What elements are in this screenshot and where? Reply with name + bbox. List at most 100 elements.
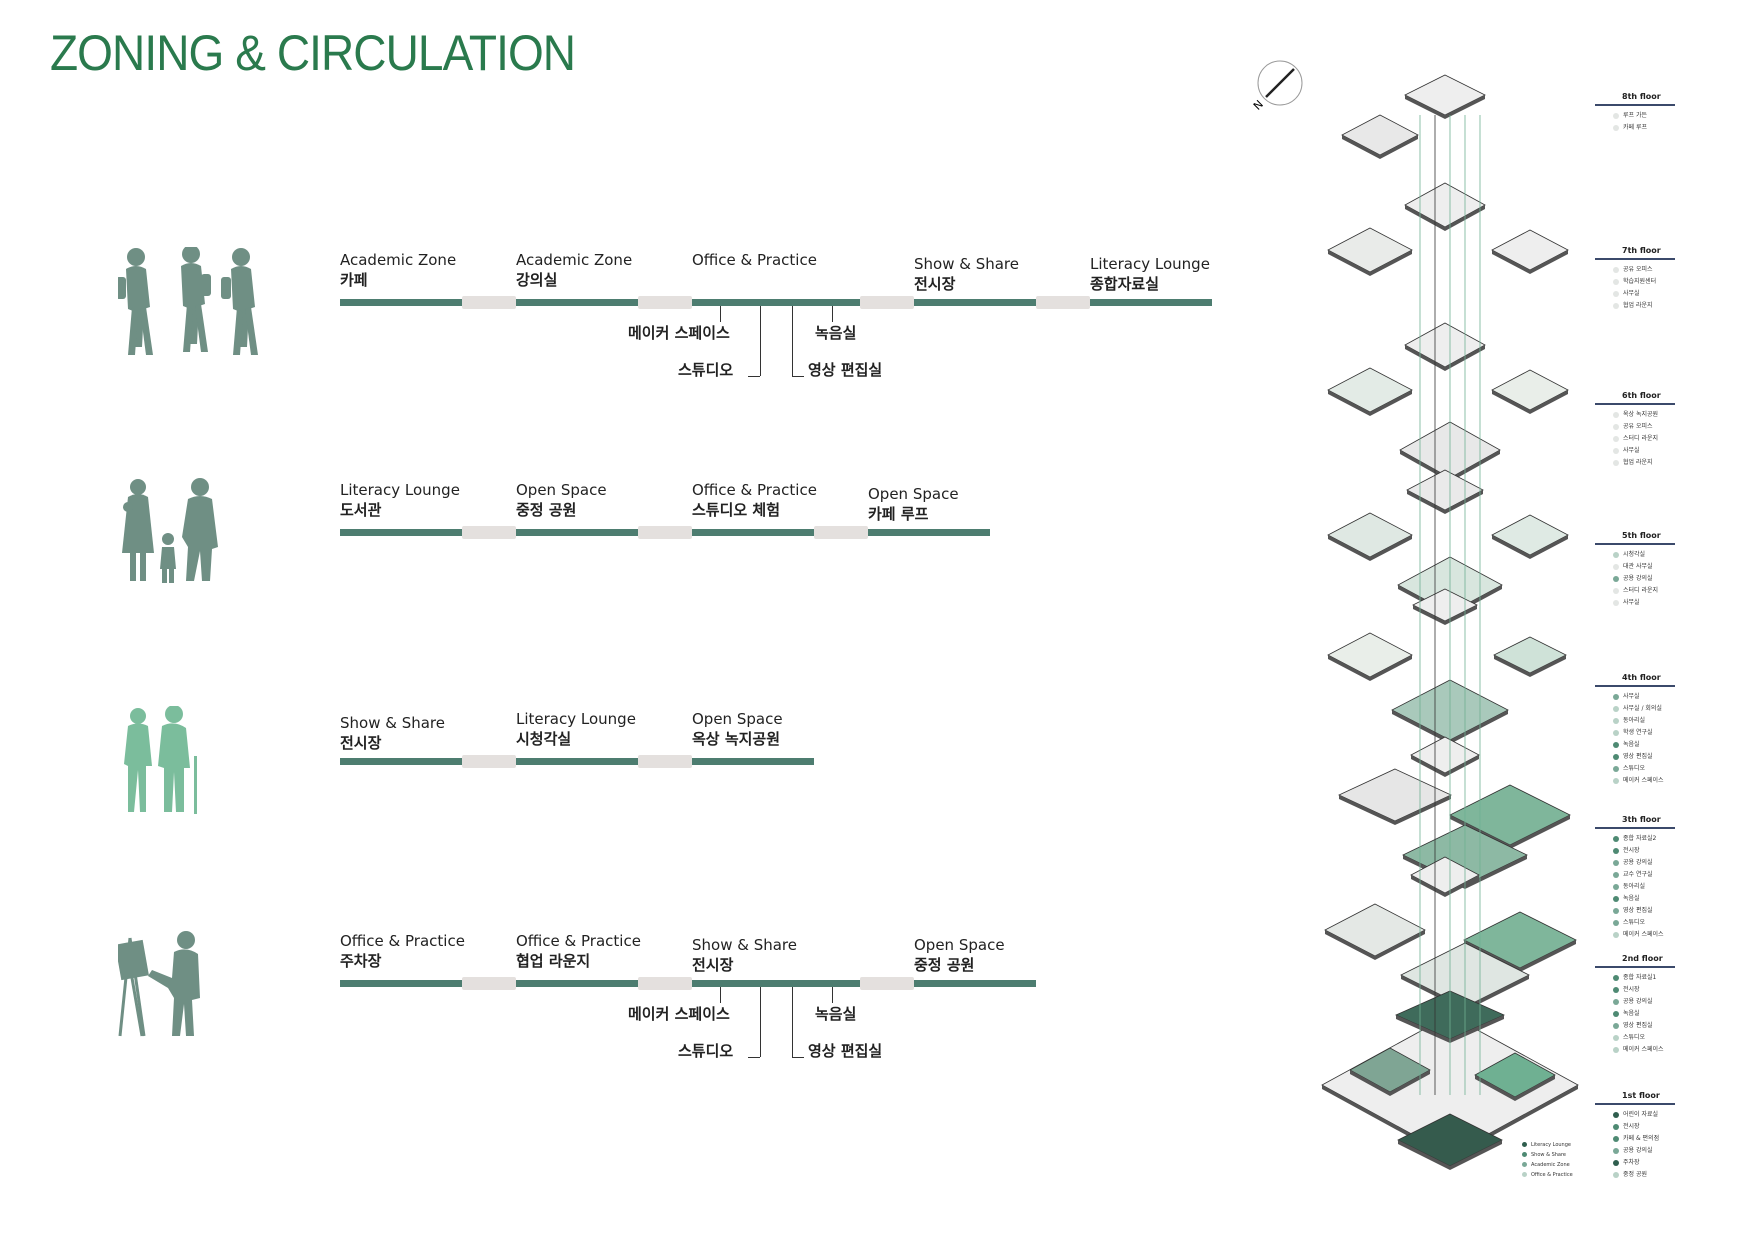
route-segment — [914, 299, 1036, 306]
floor-room-item: 공유 오피스 — [1613, 421, 1653, 430]
route-stop-label: Office & Practice — [692, 250, 817, 270]
floor-room-item: 사무실 — [1613, 288, 1640, 297]
zone-dot-icon — [1613, 1010, 1619, 1017]
legend-dot-icon — [1522, 1142, 1527, 1147]
room-label: 사무실 — [1623, 599, 1640, 606]
route-transition — [462, 526, 516, 539]
zone-dot-icon — [1613, 1147, 1619, 1154]
floor-room-item: 루프 가든 — [1613, 110, 1647, 119]
room-label: 메이커 스페이스 — [1623, 1046, 1664, 1053]
route-segment — [692, 299, 860, 306]
stop-room: 종합자료실 — [1090, 275, 1160, 293]
floor-room-item: 카페 & 편의점 — [1613, 1133, 1659, 1142]
floor-room-item: 녹음실 — [1613, 893, 1640, 902]
floor-room-item: 스튜디오 — [1613, 1032, 1645, 1041]
branch-line — [748, 1057, 760, 1058]
room-label: 카페 & 편의점 — [1623, 1135, 1660, 1142]
floor-room-item: 사무실 — [1613, 691, 1640, 700]
branch-room-label: 메이커 스페이스 — [628, 1005, 730, 1023]
branch-room-label: 영상 편집실 — [808, 1042, 883, 1060]
floor-room-item: 영상 편집실 — [1613, 1020, 1653, 1029]
route-segment — [516, 299, 638, 306]
floor-room-item: 사무실 — [1613, 445, 1640, 454]
stop-room: 전시장 — [914, 275, 956, 293]
floor-room-item: 스튜디오 — [1613, 917, 1645, 926]
floor-room-item: 종합 자료실1 — [1613, 972, 1656, 981]
stop-zone: Literacy Lounge — [340, 481, 460, 499]
stop-room: 주차장 — [340, 952, 382, 970]
branch-line — [720, 987, 721, 1003]
floor-room-item: 메이커 스페이스 — [1613, 1044, 1664, 1053]
stop-room: 도서관 — [340, 501, 382, 519]
branch-room-label: 녹음실 — [815, 324, 857, 342]
room-label: 녹음실 — [1623, 1010, 1640, 1017]
room-label: 동아리실 — [1623, 717, 1646, 724]
room-label: 메이커 스페이스 — [1623, 931, 1664, 938]
north-arrow-icon: N — [1251, 60, 1303, 113]
zone-dot-icon — [1613, 290, 1619, 297]
floor-room-item: 스터디 라운지 — [1613, 585, 1658, 594]
floor-plate-edge — [1494, 655, 1566, 677]
room-label: 학생 연구실 — [1623, 729, 1653, 736]
floor-heading: 2nd floor — [1622, 954, 1663, 963]
floor-plate — [1491, 369, 1569, 411]
floor-plate — [1491, 229, 1569, 271]
floor-plate-edge — [1411, 875, 1479, 897]
stop-zone: Literacy Lounge — [516, 710, 636, 728]
floor-room-item: 종합 자료실2 — [1613, 833, 1656, 842]
floor-divider — [1595, 258, 1675, 260]
floor-divider — [1595, 104, 1675, 106]
room-label: 영상 편집실 — [1623, 907, 1653, 914]
route-segment — [914, 980, 1036, 987]
floor-room-item: 옥상 녹지공원 — [1613, 409, 1658, 418]
stop-zone: Office & Practice — [340, 932, 465, 950]
room-label: 사무실 — [1623, 447, 1640, 454]
stop-zone: Office & Practice — [692, 251, 817, 269]
branch-room-label: 녹음실 — [815, 1005, 857, 1023]
floor-divider — [1595, 685, 1675, 687]
floor-room-item: 전시장 — [1613, 845, 1640, 854]
floor-plate — [1491, 514, 1569, 556]
zone-dot-icon — [1613, 717, 1619, 724]
floor-heading: 5th floor — [1622, 531, 1661, 540]
zone-dot-icon — [1613, 1171, 1619, 1178]
floor-room-item: 주차장 — [1613, 1157, 1640, 1166]
legend-dot-icon — [1522, 1162, 1527, 1167]
floor-room-item: 사무실 — [1613, 597, 1640, 606]
zone-dot-icon — [1613, 411, 1619, 418]
floor-plate — [1324, 903, 1426, 957]
zone-dot-icon — [1613, 907, 1619, 914]
stop-zone: Office & Practice — [516, 932, 641, 950]
zone-dot-icon — [1613, 705, 1619, 712]
legend-label: Office & Practice — [1531, 1172, 1573, 1178]
route-segment — [340, 299, 462, 306]
room-label: 협업 라운지 — [1623, 459, 1653, 466]
floor-room-item: 대관 사무실 — [1613, 561, 1653, 570]
zone-dot-icon — [1613, 693, 1619, 700]
floor-room-item: 공유 오피스 — [1613, 264, 1653, 273]
legend-dot-icon — [1522, 1152, 1527, 1157]
floor-plate-edge — [1413, 605, 1477, 625]
room-label: 사무실 — [1623, 693, 1640, 700]
floor-plate — [1410, 736, 1480, 774]
legend-item: Literacy Lounge — [1522, 1142, 1573, 1152]
room-label: 교수 연구실 — [1623, 871, 1653, 878]
legend-dot-icon — [1522, 1172, 1527, 1177]
zone-dot-icon — [1613, 266, 1619, 273]
branch-room-label: 메이커 스페이스 — [628, 324, 730, 342]
floor-divider — [1595, 1103, 1675, 1105]
painter-icon — [118, 931, 200, 1037]
route-transition — [1036, 296, 1090, 309]
floor-heading: 4th floor — [1622, 673, 1661, 682]
floor-room-item: 공용 강의실 — [1613, 857, 1653, 866]
room-label: 학습지원센터 — [1623, 278, 1657, 285]
zone-dot-icon — [1613, 895, 1619, 902]
route-transition — [462, 977, 516, 990]
room-label: 스튜디오 — [1623, 919, 1646, 926]
room-label: 녹음실 — [1623, 895, 1640, 902]
room-label: 스튜디오 — [1623, 765, 1646, 772]
stop-room: 시청각실 — [516, 730, 572, 748]
room-label: 공용 강의실 — [1623, 859, 1653, 866]
exploded-axonometric-diagram — [1321, 74, 1579, 1170]
